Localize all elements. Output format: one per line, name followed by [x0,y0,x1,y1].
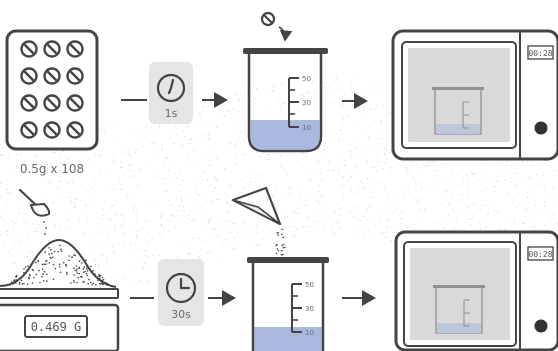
scale-display: 0.469 G [31,320,82,334]
beaker-mark-30: 30 [302,99,311,107]
pill-quantity-label: 0.5g x 108 [20,162,84,176]
microwave-2: 00:28 [394,230,558,351]
timer-1s-label: 1s [165,107,178,120]
microwave-1: 00:28 [391,29,558,161]
beaker-mark-30: 30 [305,305,314,313]
clock-icon [156,73,186,103]
timer-1s-card: 1s [149,62,193,124]
powder-pile-icon [0,238,117,288]
microwave-knob-icon [534,319,548,333]
beaker-mark-10: 10 [305,329,314,337]
timer-30s-label: 30s [171,308,191,321]
microwave-display: 00:28 [528,49,552,58]
beaker-2: 50 30 10 [247,257,329,351]
beaker-mark-50: 50 [305,281,314,289]
weighing-scale-icon: 0.469 G [0,288,120,351]
pill-blister-pack-icon [5,29,99,151]
paper-funnel-icon [231,186,286,256]
pill-drop-icon [260,11,293,42]
microwave-display: 00:28 [528,250,552,259]
beaker-mark-50: 50 [302,75,311,83]
clock-icon [165,272,197,304]
microwave-knob-icon [534,121,548,135]
timer-30s-card: 30s [158,259,204,326]
beaker-1: 50 30 10 [243,48,328,153]
beaker-mark-10: 10 [302,124,311,132]
scoop-icon [18,188,51,235]
